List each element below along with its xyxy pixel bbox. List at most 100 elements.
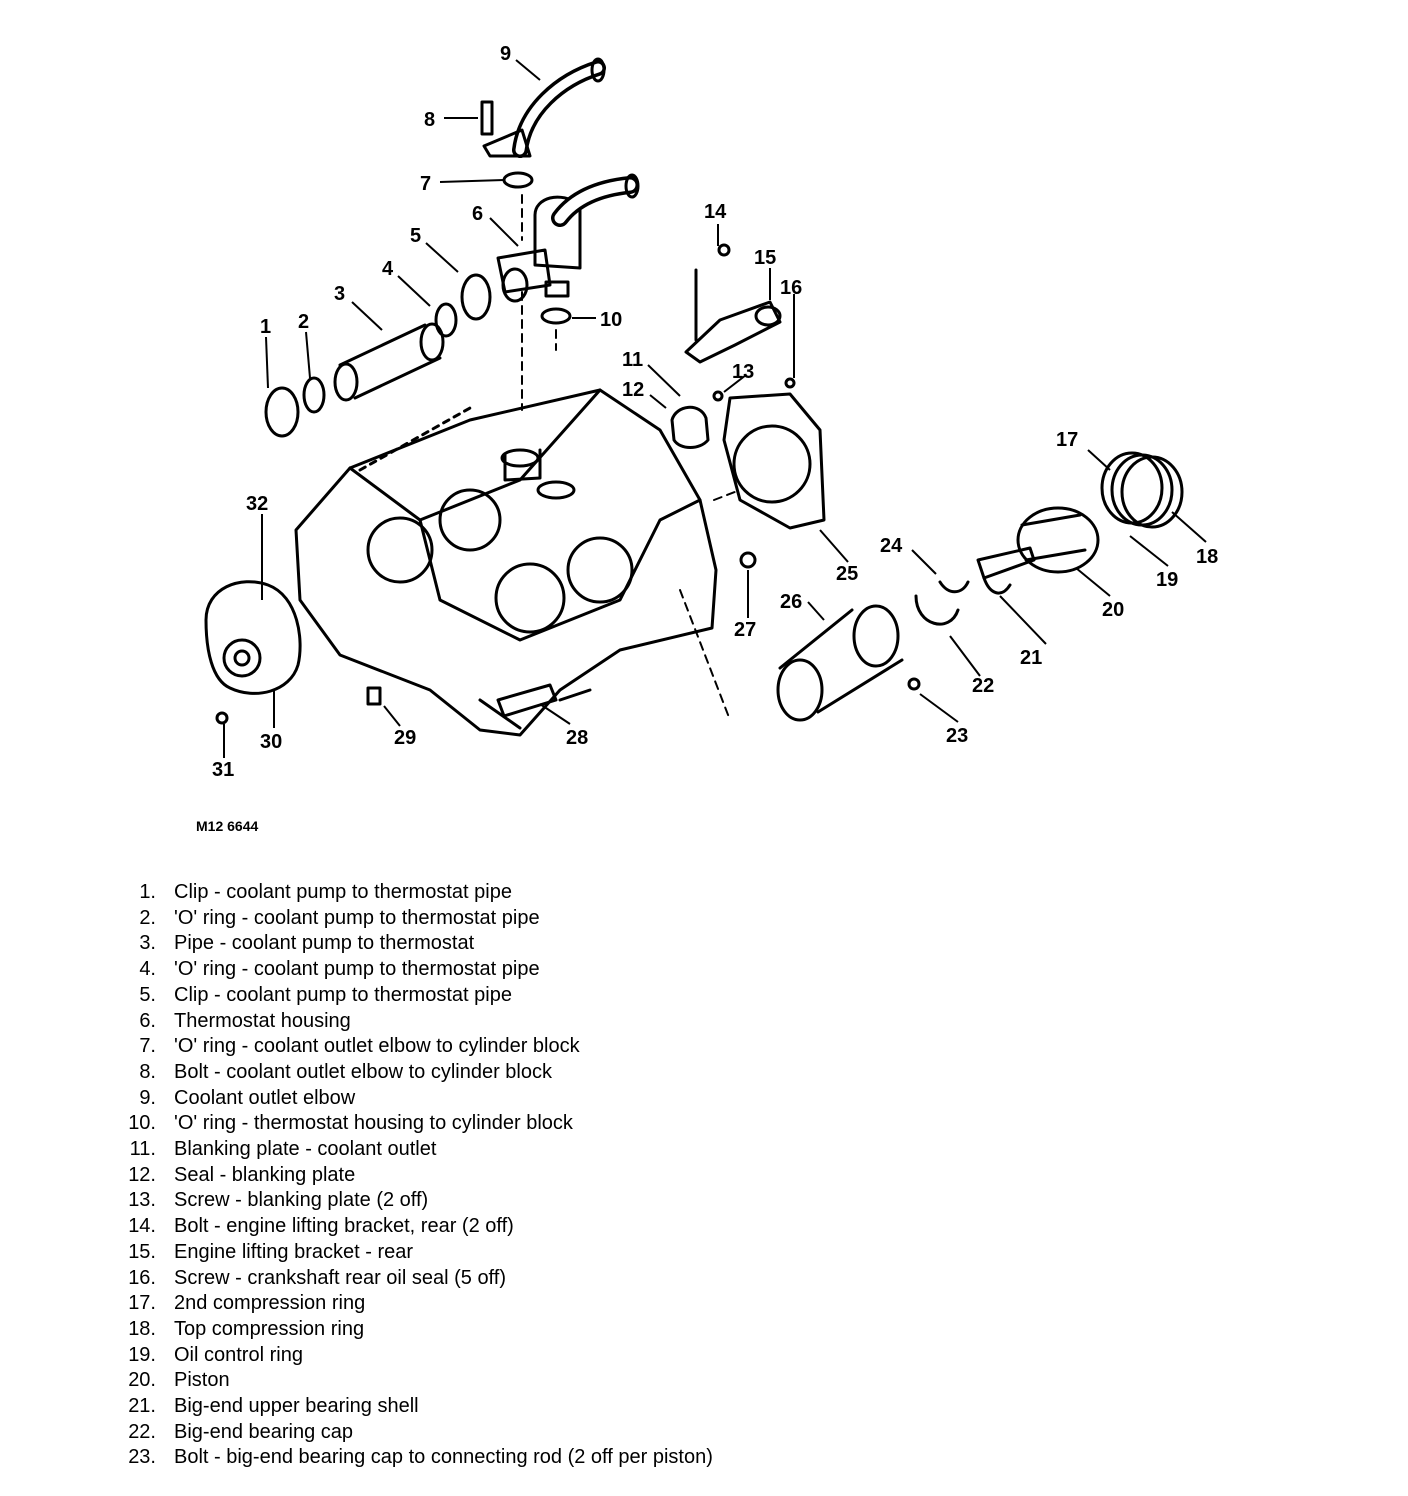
legend-number: 15. (128, 1240, 156, 1263)
legend-text: Bolt - engine lifting bracket, rear (2 o… (174, 1215, 514, 1238)
legend-item: 6. Thermostat housing (112, 1009, 713, 1035)
big-end-upper-shell (938, 580, 970, 594)
legend-text: Engine lifting bracket - rear (174, 1240, 414, 1263)
rear-oil-seal (722, 392, 826, 530)
legend-item: 9.Coolant outlet elbow (112, 1086, 713, 1112)
legend-text: Clip - coolant pump to thermostat pipe (174, 983, 512, 1006)
legend-text: Oil control ring (174, 1343, 303, 1366)
legend-number: 17. (128, 1292, 156, 1315)
legend-text: Clip - coolant pump to thermostat pipe (174, 881, 512, 903)
legend-number: 9. (139, 1086, 156, 1109)
callout-6: 6 (472, 203, 483, 225)
legend-number: 12. (128, 1163, 156, 1186)
callout-19: 19 (1156, 569, 1178, 591)
legend-item: 11. Blanking plate - coolant outlet (112, 1137, 713, 1163)
cylinder-block (294, 388, 718, 737)
callout-9: 9 (500, 43, 511, 65)
legend-item: 20. Piston (112, 1368, 713, 1394)
legend-item: 19. Oil control ring (112, 1343, 713, 1369)
legend-text: Piston (174, 1369, 230, 1392)
callout-32: 32 (246, 493, 268, 515)
pipe-clip-lower (264, 386, 300, 438)
legend-text: Blanking plate - coolant outlet (174, 1138, 437, 1161)
legend-number: 5. (139, 983, 156, 1006)
callout-27: 27 (734, 619, 756, 641)
legend-text: Bolt - big-end bearing cap to connecting… (174, 1446, 713, 1469)
legend-number: 19. (128, 1343, 156, 1366)
legend-item: 2.'O' ring - coolant pump to thermostat … (112, 906, 713, 932)
lifting-bracket (684, 243, 782, 364)
callout-28: 28 (566, 727, 588, 749)
legend-number: 3. (139, 932, 156, 955)
callout-21: 21 (1020, 647, 1042, 669)
legend-number: 7. (139, 1035, 156, 1058)
legend-text: Bolt - coolant outlet elbow to cylinder … (174, 1060, 552, 1083)
legend-item: 1. Clip - coolant pump to thermostat pipe (112, 880, 713, 906)
legend-number: 13. (128, 1189, 156, 1212)
pipe-clip-upper (460, 273, 492, 321)
callout-16: 16 (780, 277, 802, 299)
legend-number: 6. (139, 1009, 156, 1032)
callout-25: 25 (836, 563, 858, 585)
legend-item: 10. 'O' ring - thermostat housing to cyli… (112, 1111, 713, 1137)
legend-item: 22.Big-end bearing cap (112, 1420, 713, 1446)
callout-20: 20 (1102, 599, 1124, 621)
callout-11: 11 (622, 349, 643, 371)
legend-text: Seal - blanking plate (174, 1163, 356, 1186)
callout-24: 24 (880, 535, 903, 557)
legend-number: 4. (139, 958, 156, 981)
legend-item: 7. 'O' ring - coolant outlet elbow to cyl… (112, 1034, 713, 1060)
coolant-pipe (333, 322, 445, 402)
legend-item: 8.Bolt - coolant outlet elbow to cylinde… (112, 1060, 713, 1086)
legend-item: 18.Top compression ring (112, 1317, 713, 1343)
item-27-plug (739, 551, 757, 569)
legend-text: Screw - crankshaft rear oil seal (5 off) (174, 1266, 506, 1289)
legend-item: 17. 2nd compression ring (112, 1291, 713, 1317)
legend-text: 'O' ring - coolant outlet elbow to cylin… (174, 1035, 580, 1058)
coolant-pump (204, 580, 302, 695)
callout-30: 30 (260, 731, 282, 753)
callout-3: 3 (334, 283, 345, 305)
elbow-o-ring (502, 171, 534, 189)
legend-number: 11. (129, 1138, 156, 1161)
thermostat-housing (496, 173, 640, 303)
legend-item: 12. Seal - blanking plate (112, 1163, 713, 1189)
legend-text: 'O' ring - coolant pump to thermostat pi… (174, 958, 540, 981)
legend-text: 'O' ring - thermostat housing to cylinde… (174, 1112, 573, 1135)
callout-5: 5 (410, 225, 421, 247)
cylinder-liner (776, 604, 904, 722)
legend-item: 23.Bolt - big-end bearing cap to connect… (112, 1445, 713, 1471)
elbow-bolt (480, 100, 494, 136)
legend-text: 2nd compression ring (174, 1292, 366, 1315)
callout-23: 23 (946, 725, 968, 747)
pipe-o-ring-lower (302, 376, 326, 414)
callout-7: 7 (420, 173, 431, 195)
rear-seal-screw (784, 377, 796, 389)
big-end-bolt (907, 677, 921, 691)
legend-number: 10. (128, 1112, 156, 1135)
legend-item: 14.Bolt - engine lifting bracket, rear (… (112, 1214, 713, 1240)
callout-29: 29 (394, 727, 416, 749)
legend-item: 3.Pipe - coolant pump to thermostat (112, 931, 713, 957)
callout-13: 13 (732, 361, 754, 383)
legend-number: 20. (128, 1369, 156, 1392)
callout-14: 14 (704, 201, 727, 223)
callout-15: 15 (754, 247, 776, 269)
legend-text: Screw - blanking plate (2 off) (174, 1189, 429, 1212)
legend-item: 15. Engine lifting bracket - rear (112, 1240, 713, 1266)
callout-17: 17 (1056, 429, 1078, 451)
parts-legend: 1. Clip - coolant pump to thermostat pipe… (112, 880, 713, 1471)
housing-o-ring (540, 307, 572, 325)
legend-text: Big-end bearing cap (174, 1420, 354, 1443)
legend-item: 5. Clip - coolant pump to thermostat pipe (112, 983, 713, 1009)
callout-1: 1 (260, 316, 271, 338)
legend-number: 16. (128, 1266, 156, 1289)
callout-12: 12 (622, 379, 644, 401)
legend-number: 1. (139, 881, 156, 903)
callout-22: 22 (972, 675, 994, 697)
item-28 (496, 683, 558, 718)
callout-4: 4 (382, 258, 394, 280)
legend-text: Thermostat housing (174, 1009, 351, 1032)
legend-number: 2. (139, 906, 156, 929)
legend-text: Big-end upper bearing shell (174, 1395, 419, 1418)
